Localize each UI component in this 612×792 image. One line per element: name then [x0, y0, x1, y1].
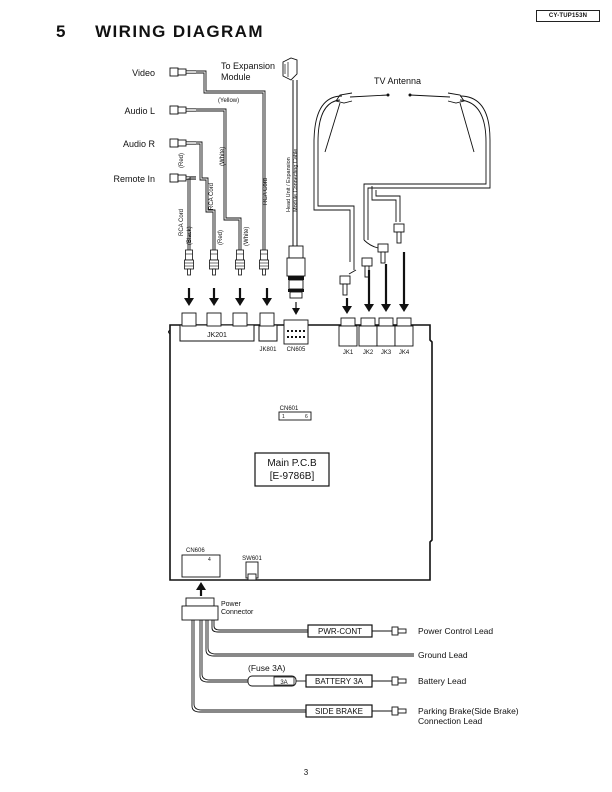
label-jk801: JK801	[259, 347, 277, 353]
audio-r-jack-icon	[169, 138, 197, 148]
label-cn606: CN606	[186, 548, 205, 554]
label-side-brake: SIDE BRAKE	[315, 707, 363, 716]
label-fuse-rating: 3A	[280, 680, 287, 686]
label-parking-brake: Parking Brake(Side Brake)	[418, 706, 519, 716]
side-brake-box	[305, 704, 373, 718]
label-power-control-lead: Power Control Lead	[418, 626, 493, 636]
label-battery-3a: BATTERY 3A	[315, 677, 364, 686]
label-red-upper: (Red)	[179, 153, 185, 168]
label-cn601-pin-1: 1	[282, 414, 285, 420]
down-arrow-icon	[182, 286, 196, 308]
label-video: Video	[132, 68, 155, 78]
label-pwr-cont: PWR-CONT	[318, 627, 362, 636]
label-connection-lead: Connection Lead	[418, 716, 483, 726]
label-sw601: SW601	[242, 556, 262, 562]
label-red-lower: (Red)	[218, 230, 224, 245]
antenna-plug-icon	[339, 262, 357, 296]
tv-antenna	[313, 92, 491, 262]
label-connector: Connector	[221, 609, 254, 616]
cn601-block	[278, 411, 312, 421]
section-title-text: WIRING DIAGRAM	[95, 22, 264, 41]
antenna-plug-icon	[361, 257, 373, 278]
label-power: Power	[221, 601, 242, 608]
label-audio-r: Audio R	[123, 139, 156, 149]
label-rca-cord-a: RCA Cord	[209, 183, 215, 210]
label-rca-cord-b: RCA Cord	[179, 209, 185, 236]
antenna-plug-icon	[393, 223, 405, 244]
rca-plug-icon	[235, 249, 245, 276]
main-pcb-label-box	[254, 452, 330, 487]
antenna-jacks	[338, 317, 414, 347]
model-code-box: CY-TUP153N	[536, 10, 600, 22]
label-expansion-cable-1: Head Unit / Expansion	[286, 157, 292, 212]
lead-terminals	[391, 626, 407, 716]
label-to-expansion: To Expansion	[221, 61, 275, 71]
antenna-plug-icon	[363, 239, 389, 264]
rca-plug-icon	[209, 249, 219, 276]
label-battery-lead: Battery Lead	[418, 676, 466, 686]
label-cn601: CN601	[280, 406, 299, 412]
label-jk4: JK4	[399, 350, 410, 356]
label-remote-in: Remote In	[113, 174, 155, 184]
label-module: Module	[221, 72, 251, 82]
down-arrow-icon	[233, 286, 247, 308]
rca-plug-icon	[184, 249, 194, 276]
label-white-upper: (White)	[220, 147, 226, 166]
down-arrow-icon	[260, 286, 274, 308]
label-jk3: JK3	[381, 350, 392, 356]
expansion-connector	[282, 57, 306, 315]
down-arrow-icon	[207, 286, 221, 308]
section-title: 5 WIRING DIAGRAM	[56, 22, 264, 42]
label-expansion-cable-2: Module Connecting Cable	[293, 149, 299, 212]
label-main-pcb: Main P.C.B	[267, 458, 317, 469]
pwr-cont-box	[307, 624, 373, 638]
page-number: 3	[303, 768, 309, 777]
power-leads	[191, 620, 414, 713]
battery-box	[305, 674, 373, 688]
cn606-block	[181, 554, 221, 578]
label-jk1: JK1	[343, 350, 354, 356]
section-number: 5	[56, 22, 67, 41]
label-cn601-pin-6: 6	[305, 414, 308, 420]
label-cn605: CN605	[287, 347, 306, 353]
power-connector	[181, 597, 219, 621]
video-jack-icon	[169, 67, 197, 77]
input-cables	[187, 70, 266, 250]
label-black: (Black)	[187, 226, 193, 245]
audio-l-jack-icon	[169, 105, 197, 115]
label-audio-l: Audio L	[124, 106, 155, 116]
label-rca-cord-c: RCA Cord	[263, 178, 269, 205]
label-tv-antenna: TV Antenna	[374, 76, 421, 86]
rca-plug-icon	[259, 249, 269, 276]
label-cn606-pin: 4	[208, 557, 211, 563]
label-pcb-number: [E-9786B]	[270, 471, 315, 482]
remote-in-jack-icon	[169, 173, 197, 183]
label-jk201: JK201	[207, 332, 227, 339]
label-white-lower: (White)	[244, 227, 250, 246]
label-ground-lead: Ground Lead	[418, 650, 468, 660]
label-fuse: (Fuse 3A)	[248, 663, 285, 673]
label-jk2: JK2	[363, 350, 374, 356]
up-arrow-icon	[196, 582, 206, 590]
label-yellow: (Yellow)	[218, 98, 239, 104]
